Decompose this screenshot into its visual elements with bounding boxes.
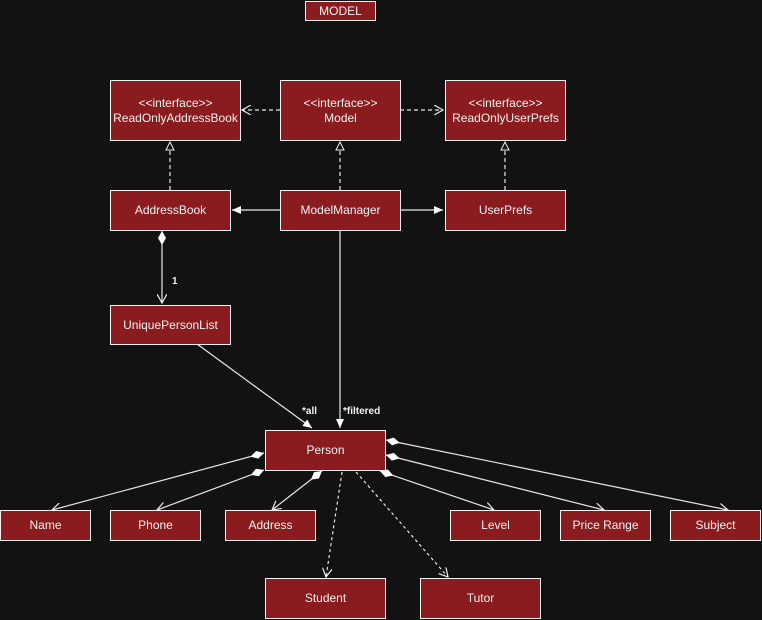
class-person[interactable]: Person [265,430,386,471]
class-name: Subject [695,518,736,532]
class-userprefs[interactable]: UserPrefs [445,190,566,231]
comp-person-subject [385,440,728,510]
class-name: UserPrefs [478,203,533,217]
class-modelmanager[interactable]: ModelManager [280,190,401,231]
multiplicity-all: *all [302,406,318,417]
comp-person-level [379,471,494,510]
class-address[interactable]: Address [225,510,316,541]
class-level[interactable]: Level [450,510,541,541]
comp-person-address [272,470,323,510]
assoc-list-person [196,343,313,429]
class-name: UniquePersonList [123,317,218,332]
class-name: Student [304,591,347,605]
diagram-title: MODEL [305,1,376,21]
class-tutor[interactable]: Tutor [420,578,541,619]
class-name: ReadOnlyAddressBook [113,110,238,125]
dep-student-person [326,471,343,577]
class-name: Address [248,518,293,532]
class-uniquepersonlist[interactable]: UniquePersonList [110,305,231,345]
title-text: MODEL [319,3,362,18]
class-name: Price Range [572,518,639,532]
class-name: Person [306,443,345,457]
multiplicity-filtered: *filtered [343,406,381,417]
class-name: Model [324,110,357,125]
class-name: Name [29,518,62,532]
class-model[interactable]: <<interface>>Model [280,80,401,141]
class-name: ModelManager [300,203,381,217]
multiplicity-one: 1 [172,276,178,287]
class-subject[interactable]: Subject [670,510,761,541]
class-student[interactable]: Student [265,578,386,619]
class-readonlyaddressbook[interactable]: <<interface>>ReadOnlyAddressBook [110,80,241,141]
stereotype-label: <<interface>> [138,95,213,110]
class-name: Tutor [466,591,495,605]
comp-person-pricerange [385,455,604,510]
dep-tutor-person [355,471,448,577]
class-phone[interactable]: Phone [110,510,201,541]
class-name-box[interactable]: Name [0,510,91,541]
class-name: Level [481,518,510,532]
stereotype-label: <<interface>> [303,95,378,110]
class-addressbook[interactable]: AddressBook [110,190,231,231]
class-price-range[interactable]: Price Range [560,510,651,541]
class-name: Phone [138,518,173,532]
class-name: ReadOnlyUserPrefs [452,110,559,125]
class-name: AddressBook [134,203,207,217]
class-readonlyuserprefs[interactable]: <<interface>>ReadOnlyUserPrefs [445,80,566,141]
comp-person-phone [157,470,265,510]
stereotype-label: <<interface>> [468,95,543,110]
